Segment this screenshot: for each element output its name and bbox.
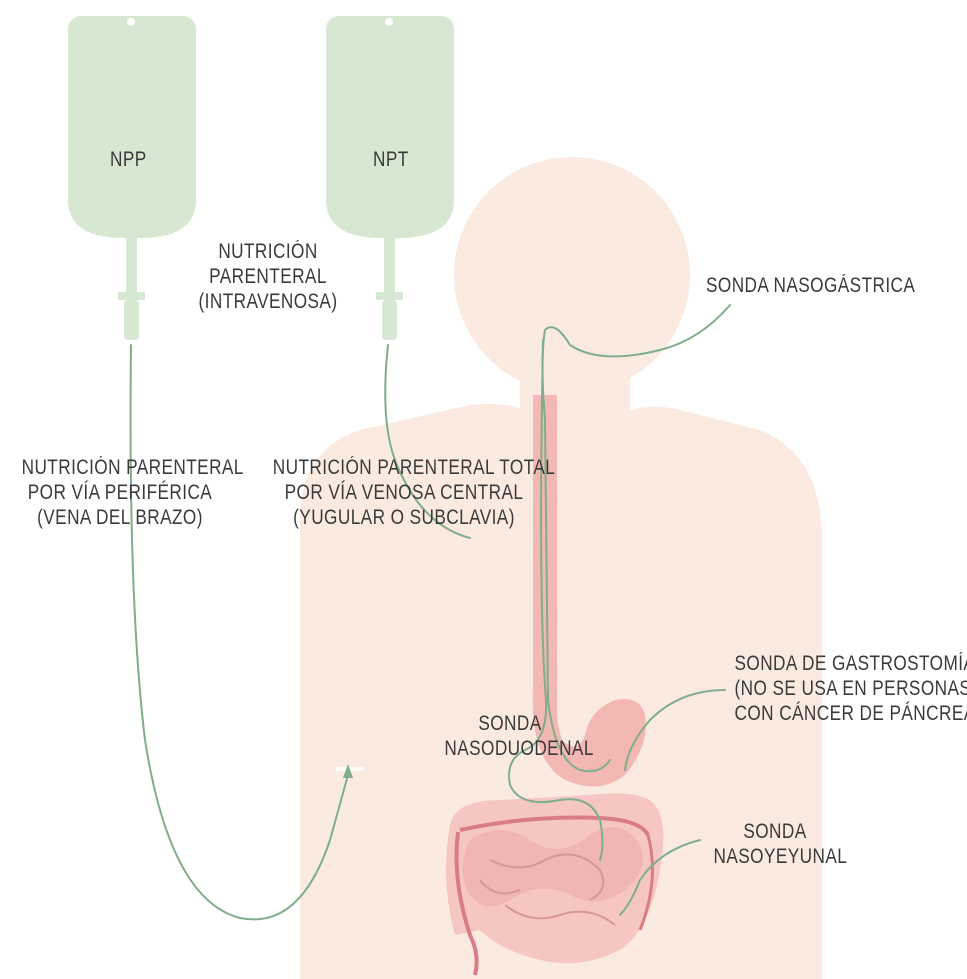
gastrostomy-line-1: SONDA DE GASTROSTOMÍA <box>735 652 940 677</box>
central-label: NUTRICIÓN PARENTERAL TOTAL POR VÍA VENOS… <box>273 456 535 530</box>
parenteral-line-3: (INTRAVENOSA) <box>186 290 350 315</box>
parenteral-line-1: NUTRICIÓN <box>186 240 350 265</box>
nasoduodenal-line-1: SONDA <box>444 712 575 737</box>
gastrostomy-line-2: (NO SE USA EN PERSONAS <box>735 677 940 702</box>
peripheral-label: NUTRICIÓN PARENTERAL POR VÍA PERIFÉRICA … <box>22 456 219 530</box>
gastrostomy-line-3: CON CÁNCER DE PÁNCREAS) <box>735 702 940 727</box>
central-line-3: (YUGULAR O SUBCLAVIA) <box>273 506 535 531</box>
nasogastric-label: SONDA NASOGÁSTRICA <box>706 274 915 299</box>
central-line-1: NUTRICIÓN PARENTERAL TOTAL <box>273 456 535 481</box>
nasoduodenal-line-2: NASODUODENAL <box>444 737 575 762</box>
parenteral-label: NUTRICIÓN PARENTERAL (INTRAVENOSA) <box>186 240 350 314</box>
parenteral-line-2: PARENTERAL <box>186 265 350 290</box>
central-line-2: POR VÍA VENOSA CENTRAL <box>273 481 535 506</box>
nasojejunal-line-1: SONDA <box>714 820 837 845</box>
nasojejunal-line-2: NASOYEYUNAL <box>714 845 837 870</box>
gastrostomy-label: SONDA DE GASTROSTOMÍA (NO SE USA EN PERS… <box>735 652 940 726</box>
peripheral-line-3: (VENA DEL BRAZO) <box>22 506 219 531</box>
npp-bag-label: NPP <box>110 148 147 173</box>
peripheral-line-1: NUTRICIÓN PARENTERAL <box>22 456 219 481</box>
npt-bag-label: NPT <box>373 148 409 173</box>
nasogastric-line-1: SONDA NASOGÁSTRICA <box>706 274 915 299</box>
nasoduodenal-label: SONDA NASODUODENAL <box>444 712 575 762</box>
npp-bag <box>68 16 196 340</box>
peripheral-line-2: POR VÍA PERIFÉRICA <box>22 481 219 506</box>
nasojejunal-label: SONDA NASOYEYUNAL <box>714 820 837 870</box>
